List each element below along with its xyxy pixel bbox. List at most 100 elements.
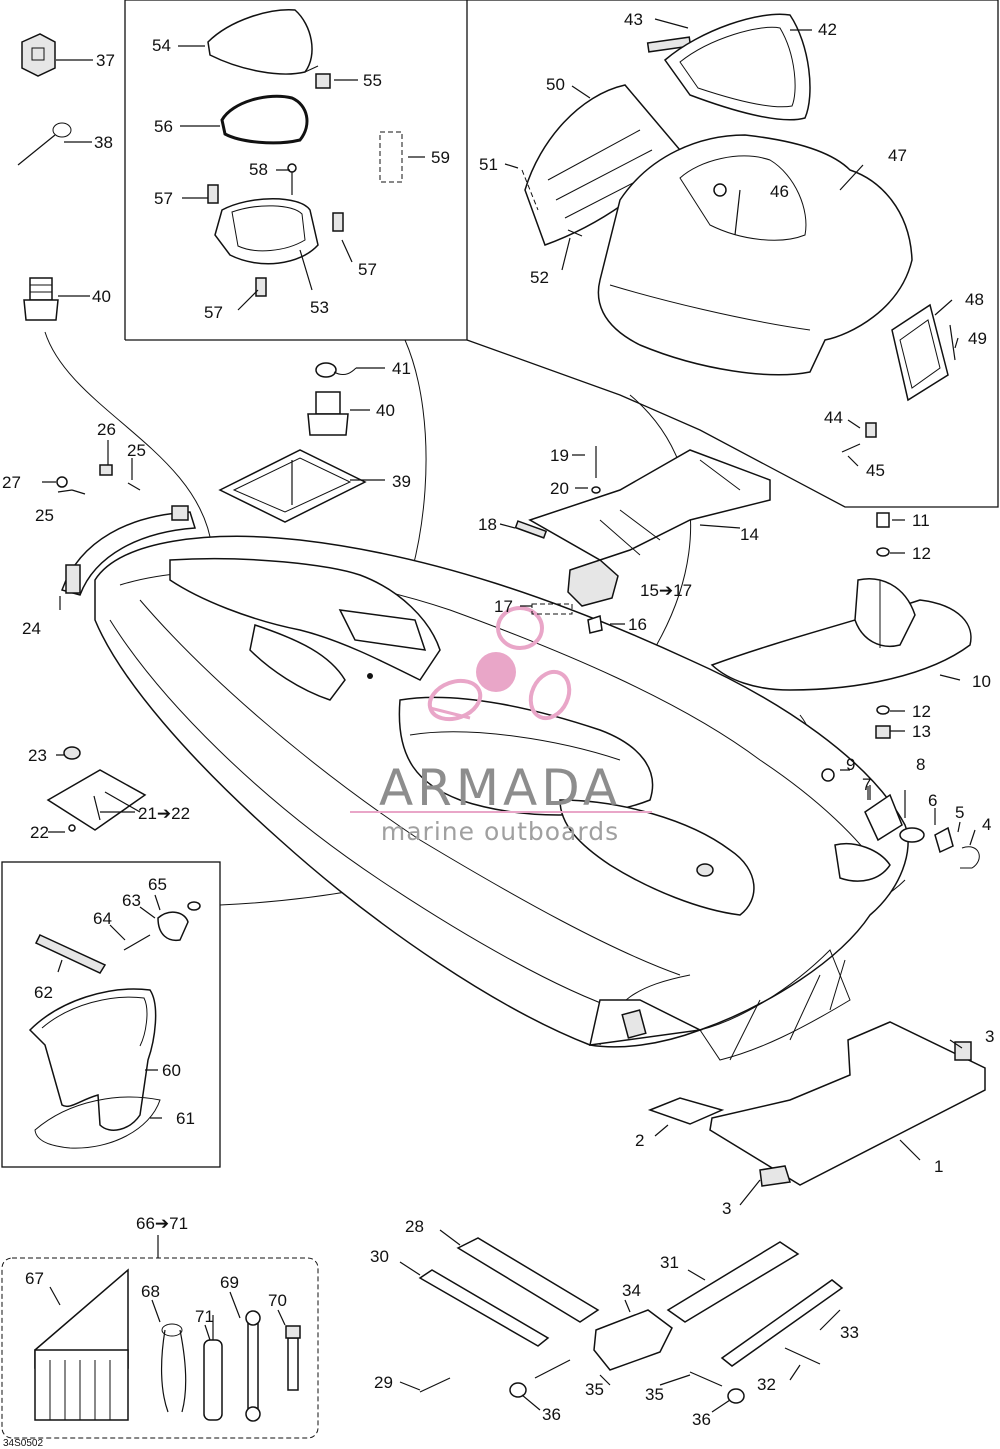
callout-55: 55 xyxy=(363,71,382,90)
callout-28: 28 xyxy=(405,1217,424,1236)
part-31-rail xyxy=(666,1241,800,1323)
drawing-code: 34S0502 xyxy=(3,1438,43,1449)
part-46-drain-plug xyxy=(713,183,727,197)
callout-47: 47 xyxy=(888,146,907,165)
callout-6: 6 xyxy=(928,791,937,810)
callout-52: 52 xyxy=(530,268,549,287)
callout-46: 46 xyxy=(770,182,789,201)
callout-44: 44 xyxy=(824,408,843,427)
parts-57-clips xyxy=(207,184,344,297)
callout-30: 30 xyxy=(370,1247,389,1266)
callout-25-a: 25 xyxy=(127,441,146,460)
callout-36-b: 36 xyxy=(692,1410,711,1429)
parts-44-45-fasteners xyxy=(841,422,877,453)
part-28-rail xyxy=(456,1237,600,1323)
parts-48-49-vent xyxy=(891,303,956,402)
callout-34: 34 xyxy=(622,1281,641,1300)
part-54-bin-lid xyxy=(207,9,319,75)
callout-3-top: 3 xyxy=(985,1027,994,1046)
callout-2: 2 xyxy=(635,1131,644,1150)
callout-4: 4 xyxy=(982,815,991,834)
callout-35-a: 35 xyxy=(585,1380,604,1399)
callout-57-a: 57 xyxy=(154,189,173,208)
callout-59: 59 xyxy=(431,148,450,167)
watermark-brand: ARMADA xyxy=(379,759,621,817)
callout-23: 23 xyxy=(28,746,47,765)
callout-45: 45 xyxy=(866,461,885,480)
part-67-tool-bag xyxy=(34,1268,129,1421)
part-34-bracket xyxy=(593,1309,673,1371)
callout-21-22: 21➔22 xyxy=(138,804,190,823)
parts-18-20-fasteners xyxy=(514,446,601,539)
callout-9: 9 xyxy=(846,755,855,774)
inset-rear-bin-frame xyxy=(1,861,221,1168)
callout-25-b: 25 xyxy=(35,506,54,525)
callout-49: 49 xyxy=(968,329,987,348)
callout-40-left: 40 xyxy=(92,287,111,306)
callout-24: 24 xyxy=(22,619,41,638)
parts-4-9-tow-eye xyxy=(821,768,980,869)
part-62-strap xyxy=(34,934,107,974)
callout-35-b: 35 xyxy=(645,1385,664,1404)
inset-front-storage-frame xyxy=(466,0,999,508)
callout-26: 26 xyxy=(97,420,116,439)
callout-labels: 37 38 40 54 55 56 58 59 57 57 53 57 43 4… xyxy=(2,10,994,1429)
part-60-rear-bin xyxy=(28,988,157,1131)
callout-50: 50 xyxy=(546,75,565,94)
callout-1: 1 xyxy=(934,1157,943,1176)
part-23-plug xyxy=(63,746,81,760)
callout-22: 22 xyxy=(30,823,49,842)
callout-53: 53 xyxy=(310,298,329,317)
callout-67: 67 xyxy=(25,1269,44,1288)
part-33-rail xyxy=(720,1279,844,1367)
callout-14: 14 xyxy=(740,525,759,544)
callout-60: 60 xyxy=(162,1061,181,1080)
part-14-bracket xyxy=(528,449,771,561)
callout-3-bottom: 3 xyxy=(722,1199,731,1218)
callout-12-bottom: 12 xyxy=(912,702,931,721)
part-10-sponson xyxy=(710,578,972,691)
callout-20: 20 xyxy=(550,479,569,498)
callout-32: 32 xyxy=(757,1375,776,1394)
callout-40-center: 40 xyxy=(376,401,395,420)
part-40-fitting-center xyxy=(307,391,349,436)
callout-33: 33 xyxy=(840,1323,859,1342)
part-55-latch xyxy=(315,73,331,89)
callout-5: 5 xyxy=(955,803,964,822)
callout-42: 42 xyxy=(818,20,837,39)
callout-51: 51 xyxy=(479,155,498,174)
parts-63-65-latch xyxy=(123,901,201,951)
hull-seat-and-deck xyxy=(169,557,891,916)
parts-15-17-block xyxy=(531,559,619,634)
part-71-screwdriver xyxy=(203,1315,223,1421)
callout-12-top: 12 xyxy=(912,544,931,563)
callout-39: 39 xyxy=(392,472,411,491)
callout-38: 38 xyxy=(94,133,113,152)
callout-63: 63 xyxy=(122,891,141,910)
armada-watermark: ARMADA marine outboards xyxy=(350,606,652,846)
inset-tool-kit-frame xyxy=(1,1257,319,1439)
callout-8: 8 xyxy=(916,755,925,774)
part-58-screw xyxy=(287,163,297,195)
part-61-gasket xyxy=(34,1096,161,1149)
callout-62: 62 xyxy=(34,983,53,1002)
callout-66-71: 66➔71 xyxy=(136,1214,188,1233)
callout-68: 68 xyxy=(141,1282,160,1301)
inset-storage-bin-frame xyxy=(124,0,468,341)
callout-19: 19 xyxy=(550,446,569,465)
callout-13: 13 xyxy=(912,722,931,741)
callout-69: 69 xyxy=(220,1273,239,1292)
part-56-gasket xyxy=(220,94,309,145)
callout-41: 41 xyxy=(392,359,411,378)
callout-17: 17 xyxy=(494,597,513,616)
parts-25-27-fasteners xyxy=(56,464,141,495)
part-2-pad xyxy=(647,1097,725,1125)
callout-61: 61 xyxy=(176,1109,195,1128)
callout-31: 31 xyxy=(660,1253,679,1272)
callout-56: 56 xyxy=(154,117,173,136)
parts-11-12-fasteners-top xyxy=(876,512,890,557)
part-41-cap xyxy=(315,362,357,378)
part-68-pliers xyxy=(160,1323,187,1413)
callout-27: 27 xyxy=(2,473,21,492)
